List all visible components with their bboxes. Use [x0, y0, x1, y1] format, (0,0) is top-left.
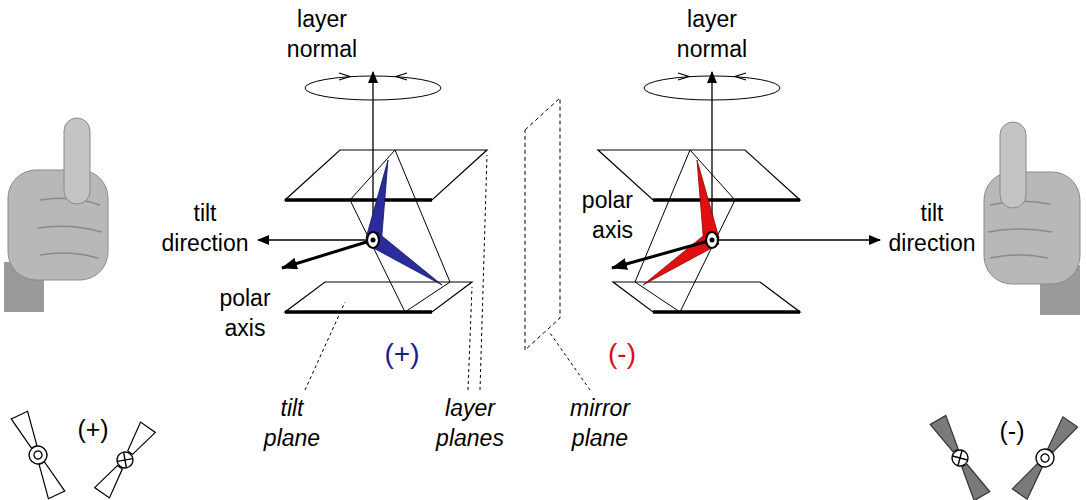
- rotation-arrowhead: [678, 73, 689, 80]
- molecule-blade: [930, 415, 963, 454]
- chirality-sign: (-): [987, 415, 1037, 448]
- tilt-plane: [635, 150, 735, 312]
- hand-left: [4, 118, 108, 312]
- hand-right: [984, 122, 1080, 315]
- rotation-ellipse: [305, 76, 441, 100]
- leader-line: [305, 302, 345, 390]
- dipole-out-symbol: [33, 450, 44, 461]
- layer-plane-edge: [653, 198, 800, 202]
- rotation-arrowhead: [735, 73, 746, 80]
- axis-label: layer normal: [277, 4, 367, 64]
- mirror-plane: [525, 98, 560, 350]
- rotation-arrowhead: [396, 73, 407, 80]
- dipole-out-symbol: [1039, 452, 1050, 463]
- molecule-blade: [34, 459, 65, 498]
- leader-line: [480, 155, 487, 390]
- layer-plane-edge: [285, 310, 432, 314]
- molecule-icon: [930, 415, 990, 500]
- axis-label: tilt direction: [155, 198, 255, 258]
- leader-label: mirror plane: [560, 393, 640, 453]
- chirality-sign: (+): [372, 336, 432, 372]
- hand-fist: [8, 170, 108, 280]
- layer-plane-edge: [285, 198, 432, 202]
- molecule-blade: [11, 411, 42, 450]
- finger-crease: [988, 201, 1052, 258]
- leader-label: tilt plane: [257, 393, 327, 453]
- bent-molecule-arm: [366, 232, 442, 285]
- axis-label: tilt direction: [882, 198, 982, 258]
- molecule-blade: [957, 461, 990, 500]
- chirality-sign: (+): [68, 413, 118, 446]
- hand-fist: [984, 172, 1080, 284]
- left-figure: [285, 72, 487, 312]
- axis-label: polar axis: [565, 185, 633, 245]
- hand-thumb: [1000, 122, 1026, 208]
- dipole-in-symbol: [949, 447, 971, 469]
- leader-label: layer planes: [430, 393, 510, 453]
- rotation-ellipse: [644, 76, 780, 100]
- chirality-sign: (-): [592, 336, 652, 372]
- polar-axis-arrow: [282, 240, 373, 268]
- polar-axis-arrow: [612, 240, 712, 268]
- pivot-dot: [710, 238, 715, 243]
- pivot-dot: [371, 238, 376, 243]
- pivot-ring: [367, 232, 379, 248]
- dipole-in-symbol: [114, 449, 136, 471]
- dipole-in-symbol: [117, 452, 132, 467]
- dipole-in-symbol: [952, 450, 967, 465]
- tilt-direction-arrow: [258, 239, 373, 240]
- layer-plane-edge: [653, 310, 800, 314]
- molecule-icon: [11, 411, 65, 498]
- dipole-out-symbol: [1032, 445, 1057, 470]
- tilt-plane: [350, 150, 450, 312]
- axis-label: polar axis: [210, 283, 280, 343]
- bent-molecule-arm: [643, 232, 719, 285]
- leader-line: [468, 287, 472, 390]
- hand-thumb: [64, 118, 90, 204]
- leader-line: [550, 333, 590, 390]
- dipole-out-symbol: [26, 443, 50, 467]
- finger-crease: [38, 198, 102, 258]
- tilt-direction-arrow: [712, 239, 880, 240]
- pivot-ring: [706, 232, 718, 248]
- rotation-arrowhead: [339, 73, 350, 80]
- axis-label: layer normal: [667, 4, 757, 64]
